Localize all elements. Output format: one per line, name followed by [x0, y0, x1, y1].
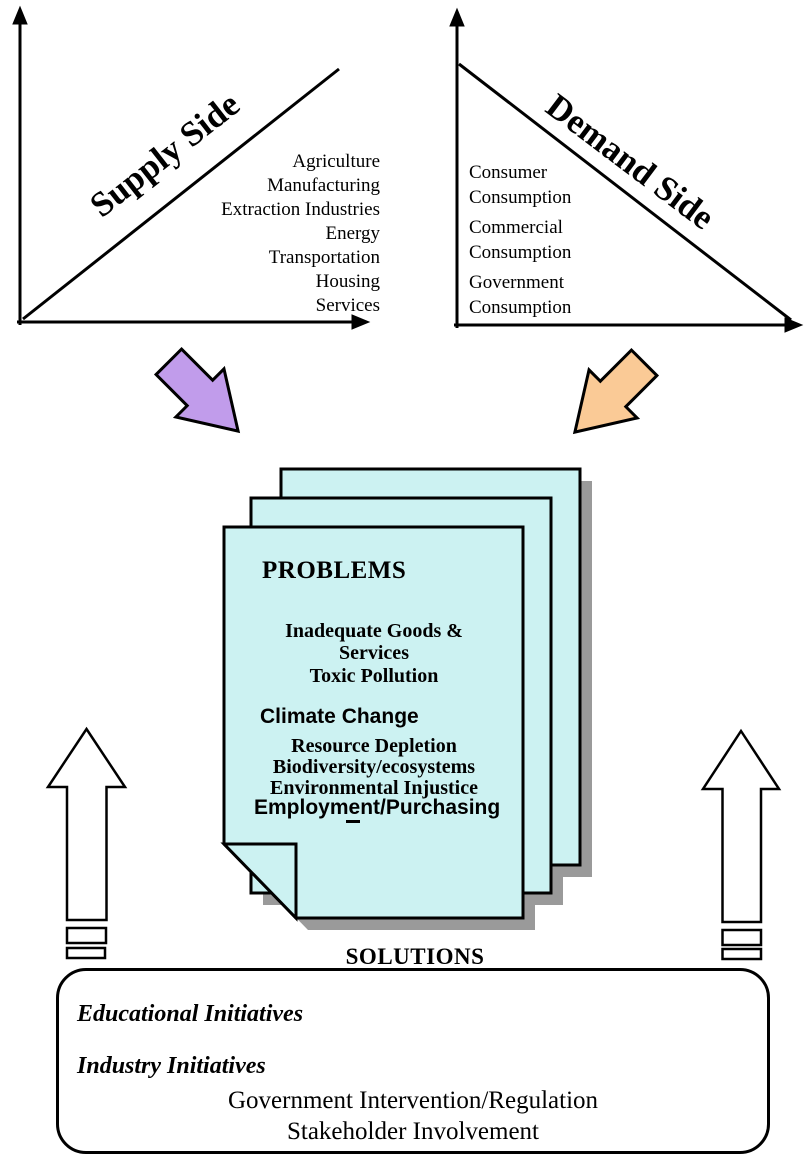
supply-curve-line	[22, 67, 340, 321]
supply-item: Services	[315, 295, 380, 316]
solutions-heading: SOLUTIONS	[345, 944, 485, 969]
supply-item: Extraction Industries	[221, 199, 380, 220]
supply-xaxis-arrowhead-icon	[351, 314, 371, 330]
right-up-arrow-icon	[700, 728, 782, 961]
problems-page-stack	[220, 467, 582, 922]
solution-item: Educational Initiatives	[77, 1001, 304, 1027]
supply-item: Agriculture	[292, 151, 380, 172]
left-up-arrow-icon	[45, 726, 128, 960]
supply-axes	[12, 5, 371, 330]
problem-item: Resource Depletion	[291, 735, 457, 757]
solutions-box: Educational Initiatives Industry Initiat…	[56, 968, 770, 1154]
demand-item: Government Consumption	[469, 272, 572, 318]
clipped-text-mark	[346, 820, 360, 823]
problems-heading: PROBLEMS	[262, 557, 407, 584]
demand-xaxis-arrowhead-icon	[784, 317, 804, 333]
demand-item: Consumer Consumption	[469, 162, 572, 208]
page-front	[222, 525, 525, 920]
solution-item: Industry Initiatives	[77, 1053, 266, 1079]
problem-item: Toxic Pollution	[309, 665, 439, 687]
demand-axes	[449, 7, 804, 333]
supply-item: Energy	[325, 223, 380, 244]
demand-item: Commercial Consumption	[469, 217, 572, 263]
demand-items-list: Consumer Consumption Commercial Consumpt…	[469, 160, 609, 325]
supply-down-arrow-icon	[153, 346, 241, 434]
solution-item: Stakeholder Involvement	[286, 1118, 539, 1145]
problem-item: Employment/Purchasing	[254, 796, 501, 819]
demand-down-arrow-icon	[572, 347, 660, 435]
problems-page-content: PROBLEMS Inadequate Goods & Services Tox…	[224, 527, 523, 918]
supply-item: Transportation	[268, 247, 380, 268]
supply-item: Manufacturing	[267, 175, 380, 196]
problem-item: Inadequate Goods & Services	[285, 620, 463, 664]
supply-yaxis-arrowhead-icon	[12, 5, 28, 25]
folded-corner-icon	[220, 842, 298, 922]
demand-curve-line	[458, 62, 792, 322]
supply-item: Housing	[315, 271, 380, 292]
problem-item: Environmental Injustice	[270, 777, 478, 799]
problem-item: Climate Change	[260, 705, 419, 728]
demand-yaxis-arrowhead-icon	[449, 7, 465, 27]
problem-item: Biodiversity/ecosystems	[272, 756, 476, 778]
supply-items-list: Agriculture Manufacturing Extraction Ind…	[170, 150, 380, 318]
solution-item: Government Intervention/Regulation	[227, 1087, 599, 1114]
